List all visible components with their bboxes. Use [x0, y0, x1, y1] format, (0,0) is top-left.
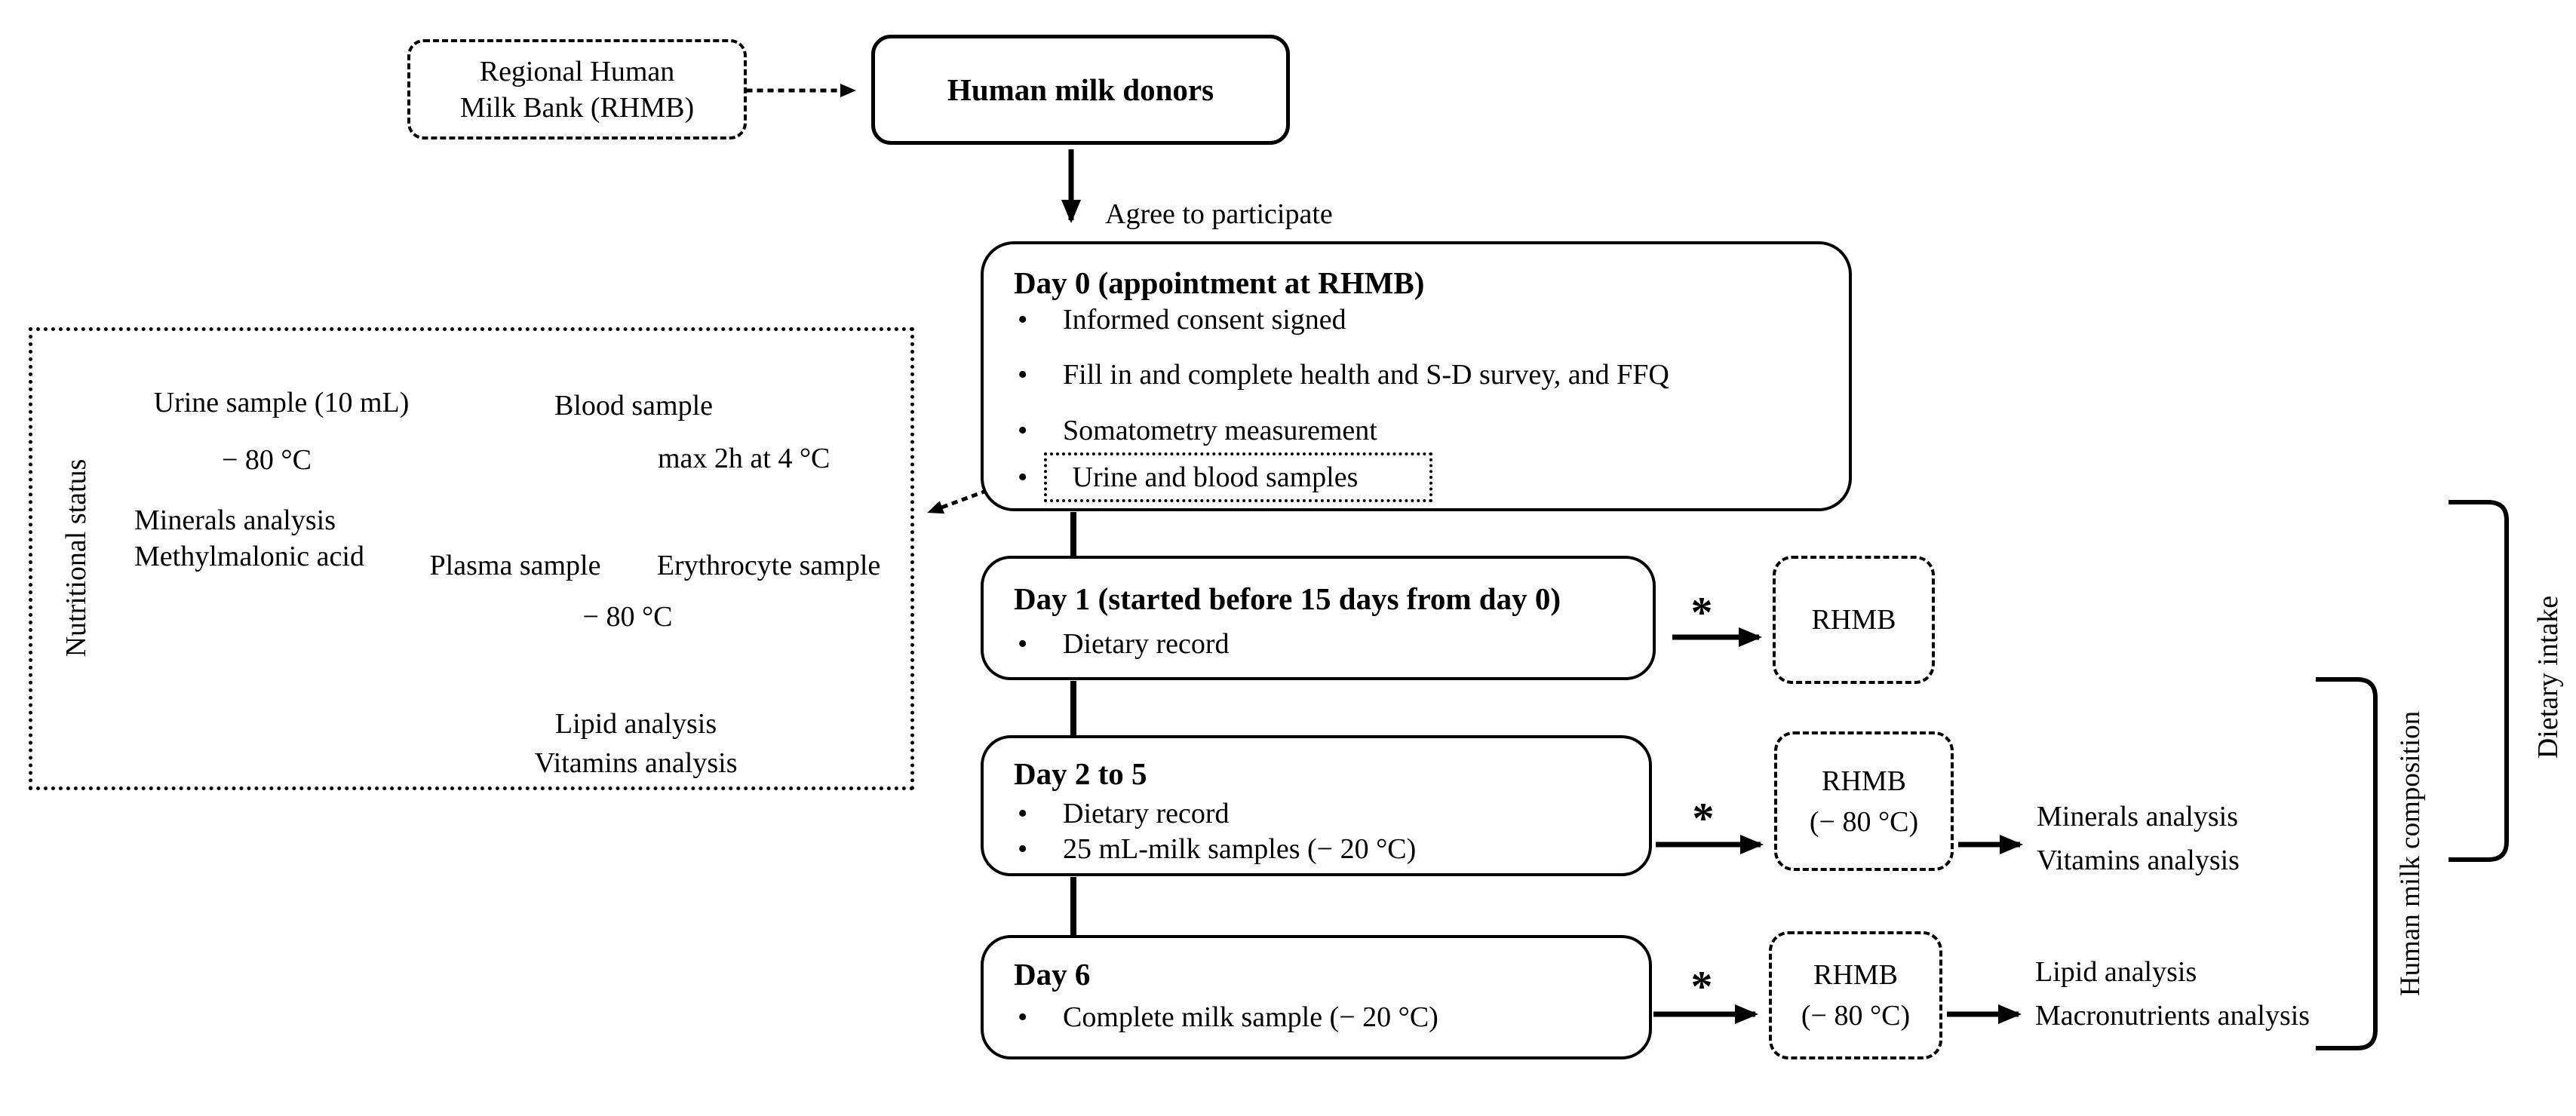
asterisk-day1: *: [1690, 587, 1713, 637]
day0-bullet-samples-row: Urine and blood samples: [1018, 452, 1432, 502]
freeze-temp-label: − 80 °C: [582, 601, 673, 633]
human-milk-donors-label: Human milk donors: [947, 72, 1214, 107]
blood-analyses-line1: Lipid analysis: [554, 708, 717, 740]
day1-title: Day 1 (started before 15 days from day 0…: [1014, 581, 1561, 616]
rhmb-day2to5-line2: (− 80 °C): [1809, 805, 1919, 838]
day6-bullet-milk: Complete milk sample (− 20 °C): [1018, 998, 1438, 1036]
rhmb-day2to5-line1: RHMB: [1822, 765, 1906, 797]
asterisk-day6: *: [1690, 961, 1713, 1011]
urine-analyses-label: Minerals analysis Methylmalonic acid: [134, 502, 364, 575]
day0-title: Day 0 (appointment at RHMB): [1014, 265, 1425, 300]
rhmb-day6-box: RHMB (− 80 °C): [1769, 931, 1942, 1059]
rhmb-day1-box: RHMB: [1773, 556, 1935, 684]
rhmb-day6-line2: (− 80 °C): [1801, 1000, 1911, 1032]
rhmb-source-box: Regional Human Milk Bank (RHMB): [407, 39, 747, 140]
day2to5-title: Day 2 to 5: [1014, 756, 1147, 791]
urine-analyses-line1: Minerals analysis: [134, 504, 336, 536]
human-milk-donors-box: Human milk donors: [871, 35, 1290, 145]
nutritional-status-side-label: Nutritional status: [60, 458, 92, 658]
agree-to-participate-label: Agree to participate: [1105, 198, 1333, 230]
urine-blood-samples-dotted-box: Urine and blood samples: [1043, 452, 1432, 502]
day0-bullet-somatometry: Somatometry measurement: [1018, 412, 1377, 449]
erythrocyte-sample-label: Erythrocyte sample: [656, 550, 881, 581]
nutritional-status-panel: [29, 327, 914, 790]
urine-analyses-line2: Methylmalonic acid: [134, 541, 364, 572]
day2to5-box: Day 2 to 5 Dietary record 25 mL-milk sam…: [981, 735, 1652, 876]
rhmb-day2to5-box: RHMB (− 80 °C): [1774, 731, 1954, 871]
milk6-analyses-label: Lipid analysis Macronutrients analysis: [2035, 950, 2310, 1038]
day1-box: Day 1 (started before 15 days from day 0…: [981, 556, 1656, 680]
day0-bullet-survey: Fill in and complete health and S-D surv…: [1018, 356, 1669, 394]
blood-sample-label: Blood sample: [554, 390, 714, 422]
day6-title: Day 6: [1014, 957, 1091, 992]
blood-analyses-line2: Vitamins analysis: [534, 747, 738, 779]
dietary-intake-bracket: [2449, 500, 2509, 862]
rhmb-source-line2: Milk Bank (RHMB): [459, 91, 695, 124]
dietary-intake-label: Dietary intake: [2532, 595, 2564, 759]
rhmb-day6-line1: RHMB: [1813, 959, 1898, 991]
asterisk-day2to5: *: [1692, 793, 1715, 843]
blood-hold-label: max 2h at 4 °C: [658, 443, 831, 474]
day2to5-bullet-dietary: Dietary record: [1018, 795, 1230, 832]
day2to5-bullet-milk: 25 mL-milk samples (− 20 °C): [1018, 830, 1416, 868]
day1-bullet-dietary: Dietary record: [1018, 625, 1230, 663]
rhmb-source-line1: Regional Human: [479, 55, 675, 87]
milk-composition-bracket: [2316, 677, 2378, 1050]
urine-sample-label: Urine sample (10 mL): [153, 387, 410, 418]
milk-analyses-label: Minerals analysis Vitamins analysis: [2037, 795, 2240, 882]
milk-analyses-line2: Vitamins analysis: [2037, 845, 2240, 876]
milk-analyses-line1: Minerals analysis: [2037, 801, 2239, 832]
day0-box: Day 0 (appointment at RHMB) Informed con…: [981, 241, 1852, 511]
day6-box: Day 6 Complete milk sample (− 20 °C): [981, 935, 1652, 1059]
blood-analyses-label: Lipid analysis Vitamins analysis: [535, 704, 738, 783]
plasma-sample-label: Plasma sample: [429, 550, 601, 581]
day0-bullet-consent: Informed consent signed: [1018, 301, 1346, 339]
urine-temp-label: − 80 °C: [222, 444, 312, 476]
milk6-analyses-line2: Macronutrients analysis: [2035, 1000, 2310, 1032]
milk6-analyses-line1: Lipid analysis: [2035, 956, 2197, 988]
milk-composition-label: Human milk composition: [2395, 710, 2426, 997]
rhmb-day1-label: RHMB: [1811, 604, 1896, 636]
